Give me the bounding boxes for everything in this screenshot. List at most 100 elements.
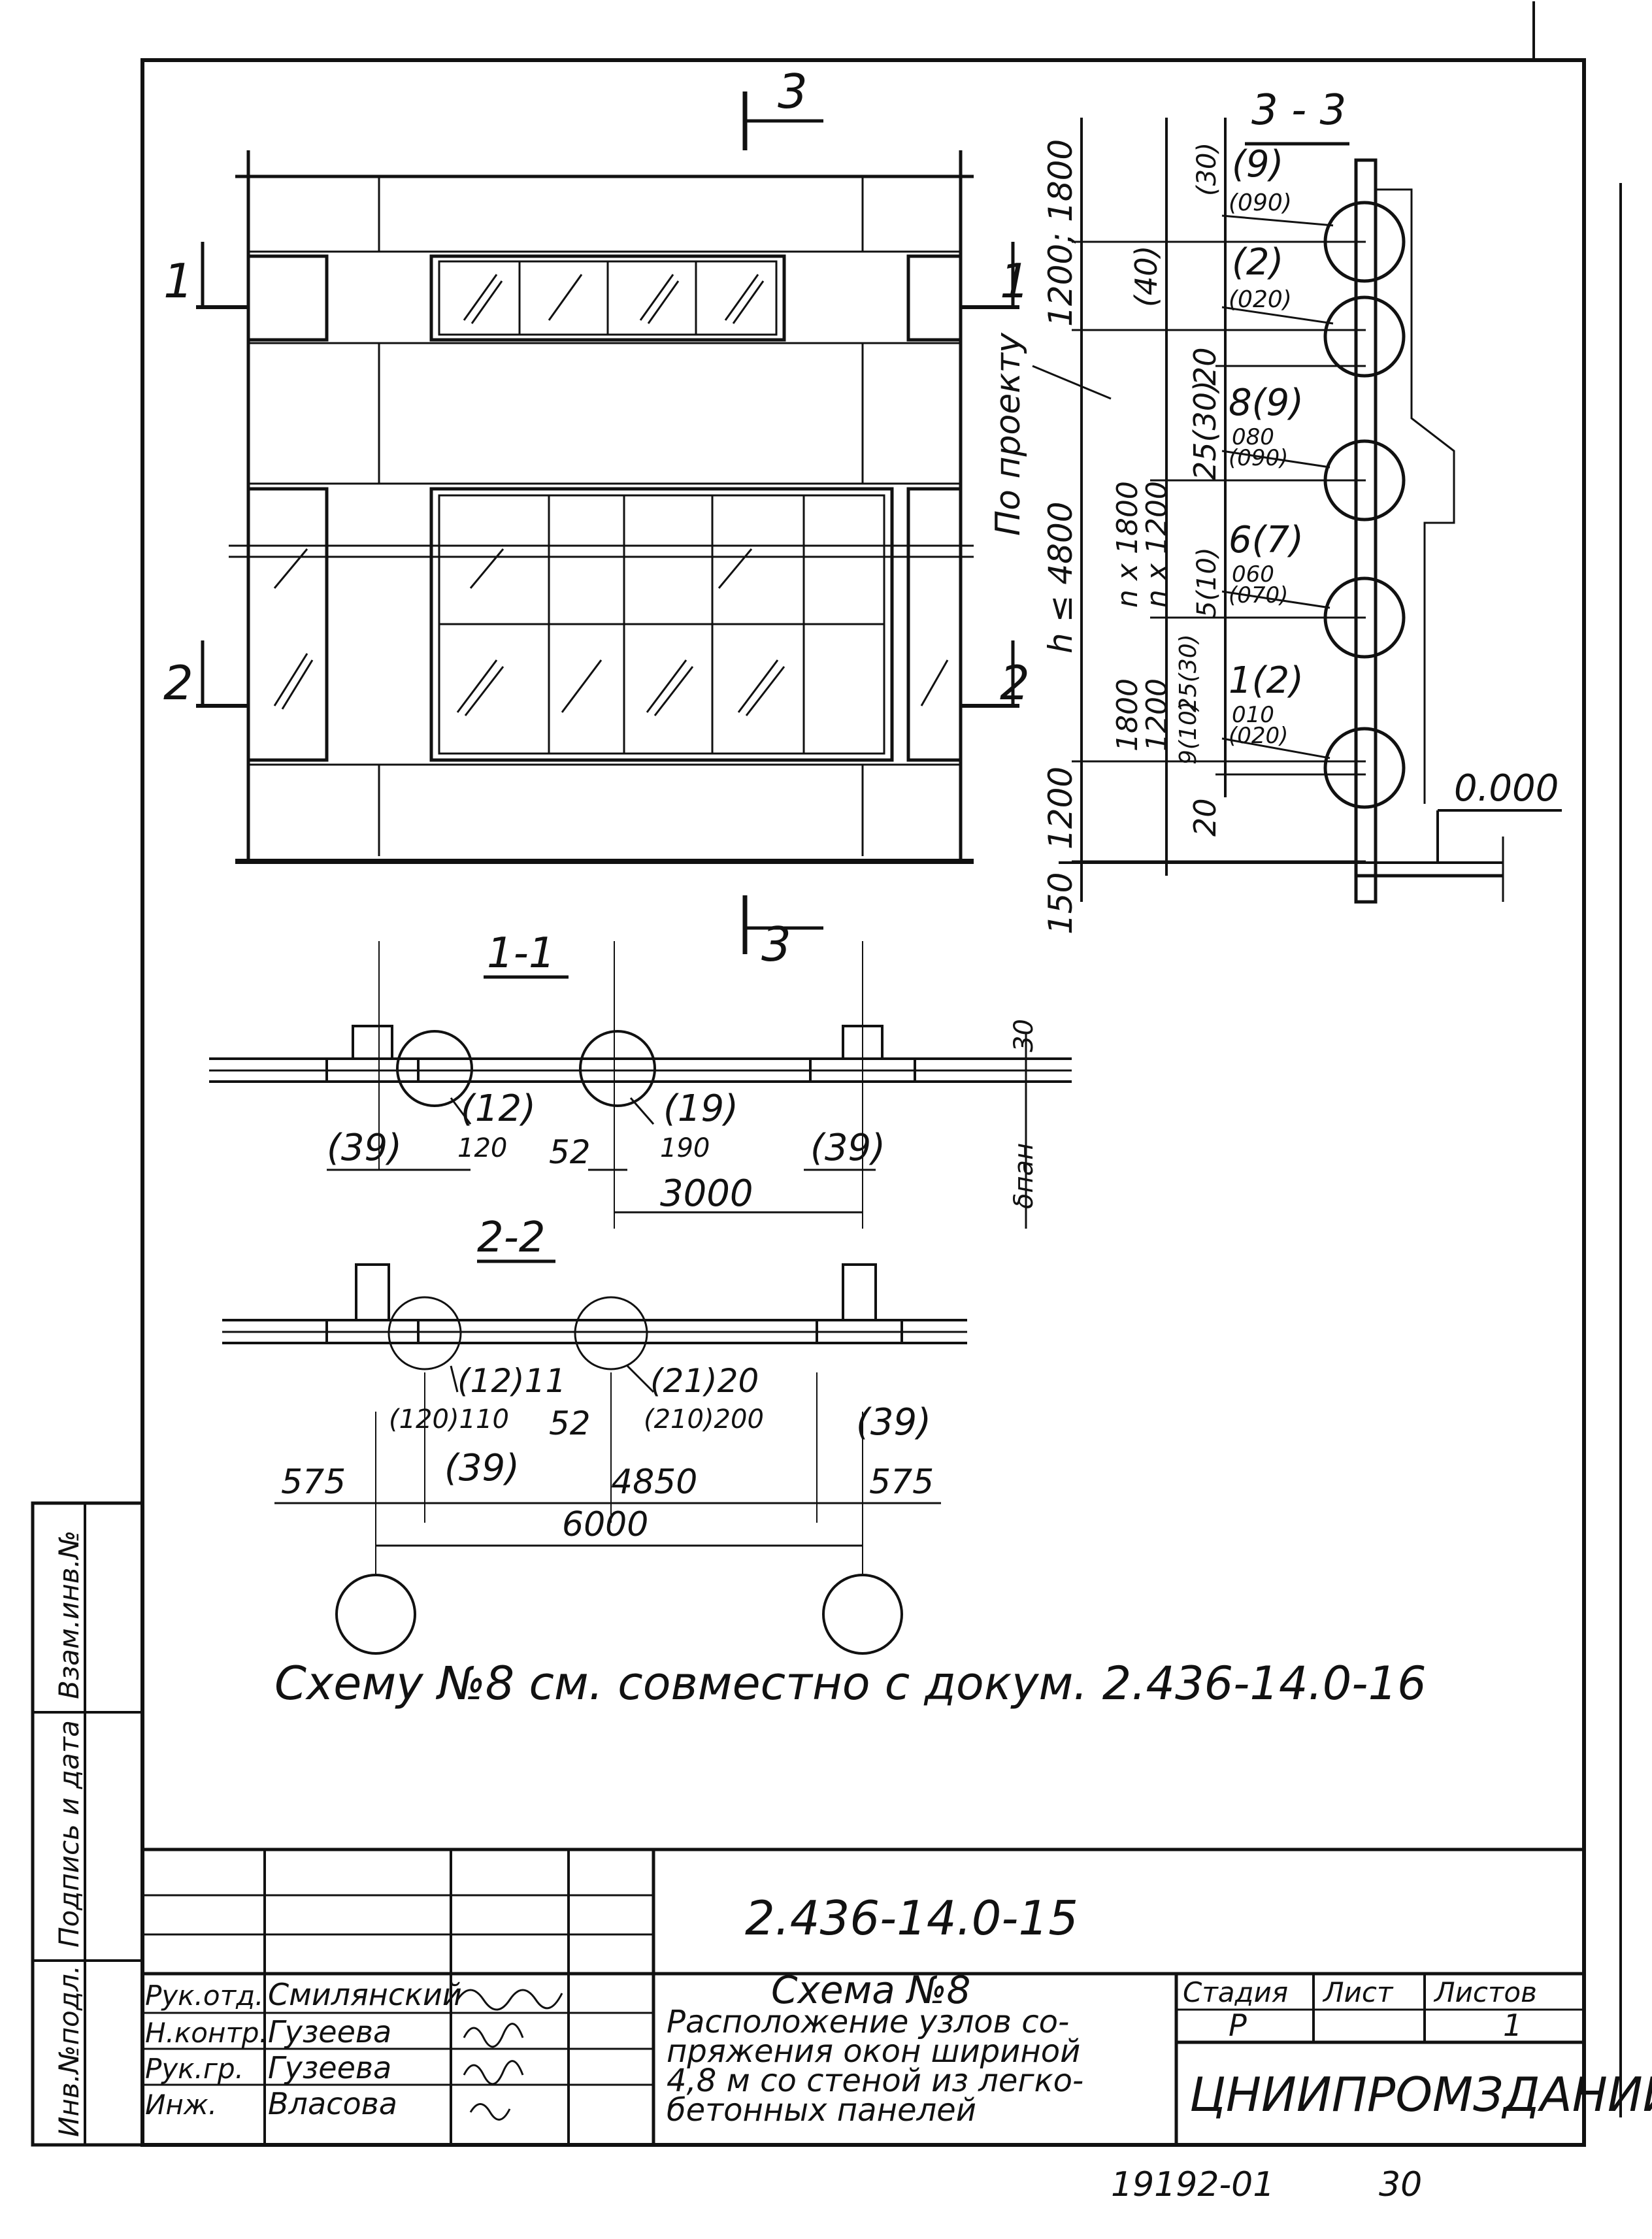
cut-label-1-left: 1 bbox=[163, 254, 193, 308]
node-8-9-top: 8(9) bbox=[1229, 382, 1304, 424]
scheme-note: Схему №8 см. совместно с докум. 2.436-14… bbox=[274, 1657, 1427, 1710]
dim-575-a: 575 bbox=[281, 1463, 346, 1502]
dim-52-b: 52 bbox=[549, 1404, 591, 1442]
node-2-bot: (020) bbox=[1229, 286, 1292, 313]
dim-21-20: (21)20 bbox=[650, 1362, 759, 1400]
side-stamp-sign: Подпись и дата bbox=[53, 1720, 85, 1948]
dim-h-4800: h ≤ 4800 bbox=[1042, 501, 1080, 654]
elevation-labels: 1 2 1 2 3 3 По проекту bbox=[163, 64, 1030, 972]
cut-label-2-right: 2 bbox=[1000, 655, 1030, 710]
stage-value: Р bbox=[1229, 2008, 1247, 2043]
side-stamp-replace: Взам.инв.№ bbox=[53, 1531, 85, 1699]
title-line-3: 4,8 м со стеной из легко- bbox=[667, 2063, 1083, 2099]
note-po-proektu: По проекту bbox=[989, 332, 1028, 536]
cut-label-2-left: 2 bbox=[163, 655, 193, 710]
dim-120-110: (120)110 bbox=[389, 1404, 509, 1435]
dim-20-b: 20 bbox=[1187, 798, 1223, 837]
side-stamp-inv: Инв.№подл. bbox=[53, 1965, 85, 2137]
dim-40: (40) bbox=[1129, 246, 1164, 307]
name-2: Гузеева bbox=[268, 2014, 391, 2049]
title-line-2: пряжения окон шириной bbox=[667, 2033, 1080, 2070]
dim-120: 120 bbox=[457, 1133, 507, 1163]
section-1-1-labels: 1-1 (39) (12) 120 52 (19) 190 (39) 3000 … bbox=[327, 929, 1039, 1215]
node-1-2-bot2: (020) bbox=[1229, 723, 1288, 749]
node-6-7-bot2: (070) bbox=[1229, 582, 1288, 608]
title-line-4: бетонных панелей bbox=[667, 2092, 976, 2129]
dim-1200b: 1200 bbox=[1140, 678, 1174, 752]
role-ruk-gr: Рук.гр. bbox=[145, 2053, 244, 2085]
section-1-1 bbox=[209, 941, 1072, 1229]
dim-nx1800: n x 1800 bbox=[1111, 481, 1144, 608]
dim-nx1200: n x 1200 bbox=[1140, 481, 1174, 608]
dim-4850: 4850 bbox=[611, 1463, 697, 1502]
node-9-bot: (090) bbox=[1229, 190, 1292, 216]
cut-label-1-right: 1 bbox=[1000, 254, 1030, 308]
facade-elevation bbox=[196, 91, 1112, 954]
role-n-kontr: Н.контр. bbox=[145, 2017, 268, 2049]
dim-30: (30) bbox=[1192, 142, 1222, 196]
cut-label-3-bottom: 3 bbox=[761, 917, 791, 972]
section-2-2-title: 2-2 bbox=[477, 1214, 546, 1262]
section-2-2-labels: 2-2 (12)11 (120)110 52 (21)20 (210)200 (… bbox=[281, 1214, 934, 1544]
section-2-2 bbox=[222, 1259, 967, 1655]
hdr-sheets: Листов bbox=[1433, 1976, 1537, 2008]
dim-210-200: (210)200 bbox=[644, 1404, 764, 1435]
name-4: Власова bbox=[268, 2086, 397, 2121]
dim-150: 150 bbox=[1042, 872, 1080, 935]
scheme-title: Схема №8 bbox=[771, 1968, 970, 2012]
dim-delta-pan: δпан bbox=[1009, 1143, 1039, 1209]
doc-code: 2.436-14.0-15 bbox=[745, 1891, 1078, 1946]
role-inzh: Инж. bbox=[145, 2089, 217, 2121]
dim-39-b: (39) bbox=[810, 1127, 885, 1169]
node-6-7-bot1: 060 bbox=[1232, 561, 1274, 588]
dim-1800: 1800 bbox=[1111, 678, 1144, 752]
level-0000: 0.000 bbox=[1454, 767, 1559, 810]
section-1-1-title: 1-1 bbox=[487, 929, 555, 978]
cut-label-3-top: 3 bbox=[778, 64, 808, 119]
sheet-frame bbox=[31, 1, 1622, 2147]
name-1: Смилянский bbox=[268, 1977, 462, 2012]
dim-12: (12) bbox=[461, 1087, 536, 1130]
dim-1200-1800: 1200; 1800 bbox=[1042, 139, 1080, 327]
title-block: 2.436-14.0-15 Схема №8 Расположение узло… bbox=[145, 1891, 1652, 2129]
section-3-3 bbox=[1059, 118, 1562, 904]
dim-1200: 1200 bbox=[1042, 767, 1080, 850]
dim-12-11: (12)11 bbox=[457, 1362, 566, 1400]
dim-30-panel: 30 bbox=[1009, 1019, 1039, 1052]
hdr-sheet: Лист bbox=[1322, 1976, 1394, 2008]
dim-39-a: (39) bbox=[327, 1127, 402, 1169]
dim-20-a: 20 bbox=[1187, 347, 1223, 386]
dim-190: 190 bbox=[660, 1133, 710, 1163]
dim-3000: 3000 bbox=[660, 1172, 753, 1215]
page-number: 30 bbox=[1379, 2165, 1422, 2204]
role-ruk-otd: Рук.отд. bbox=[145, 1980, 263, 2012]
dim-5-10: 5(10) bbox=[1192, 547, 1222, 618]
dim-575-b: 575 bbox=[869, 1463, 934, 1502]
archive-number: 19192-01 bbox=[1111, 2165, 1274, 2204]
dim-9-10: 9(10) bbox=[1175, 701, 1202, 765]
title-block-frame bbox=[142, 1848, 1584, 2145]
node-8-9-bot1: 080 bbox=[1232, 424, 1274, 450]
node-9-top: (9) bbox=[1232, 143, 1283, 186]
dim-25-30-a: 25(30) bbox=[1187, 380, 1223, 480]
section-3-3-labels: 3 - 3 1200; 1800 h ≤ 4800 1200 150 (40) … bbox=[1042, 86, 1559, 935]
hdr-stage: Стадия bbox=[1183, 1976, 1288, 2008]
dim-39-c: (39) bbox=[444, 1447, 520, 1489]
organization: ЦНИИПРОМЗДАНИЙ bbox=[1189, 2067, 1652, 2122]
sheets-value: 1 bbox=[1503, 2008, 1522, 2043]
name-3: Гузеева bbox=[268, 2050, 391, 2085]
dim-39-d: (39) bbox=[856, 1401, 931, 1444]
dim-6000: 6000 bbox=[562, 1505, 648, 1544]
section-3-3-title: 3 - 3 bbox=[1251, 86, 1346, 135]
title-line-1: Расположение узлов со- bbox=[667, 2004, 1069, 2040]
node-8-9-bot2: (090) bbox=[1229, 445, 1288, 471]
node-1-2-bot1: 010 bbox=[1232, 702, 1274, 728]
node-1-2-top: 1(2) bbox=[1229, 659, 1304, 702]
signatures bbox=[456, 1989, 563, 2121]
dim-52-a: 52 bbox=[549, 1133, 591, 1171]
node-6-7-top: 6(7) bbox=[1229, 519, 1304, 561]
side-stamp: Инв.№подл. Подпись и дата Взам.инв.№ bbox=[53, 1531, 85, 2137]
node-2-top: (2) bbox=[1232, 241, 1283, 284]
dim-25-30-b: 25(30) bbox=[1175, 634, 1202, 712]
